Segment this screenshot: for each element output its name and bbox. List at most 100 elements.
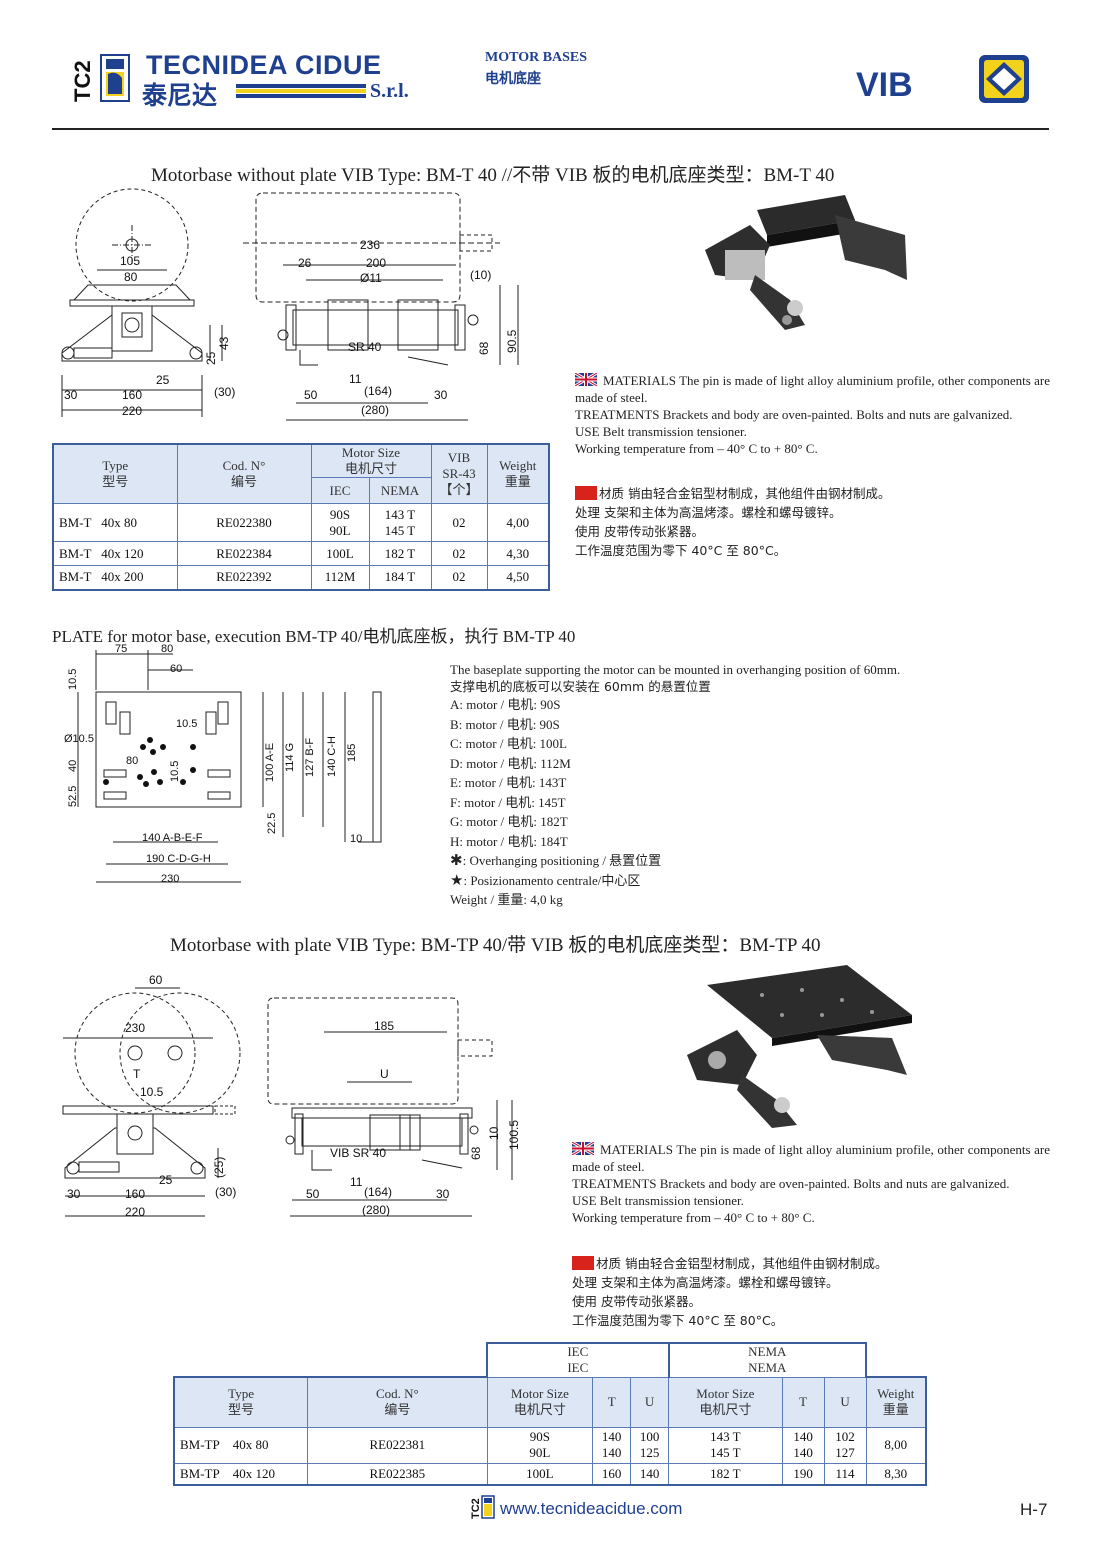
dim-164: (164) (364, 1185, 392, 1199)
star-icon: ★ (450, 870, 464, 889)
table-row: BM-T 40x 200 RE022392 112M 184 T 02 4,50 (52, 565, 550, 590)
dim-80-inner: 80 (126, 755, 138, 767)
col-nema-motor-size: Motor Size 电机尺寸 (668, 1376, 783, 1428)
dim-25-bracket: (25) (212, 1157, 226, 1178)
legend-overhang: : Overhanging positioning / 悬置位置 (462, 853, 662, 868)
cell-type: BM-T (59, 514, 92, 530)
cell-cod: RE022385 (307, 1462, 488, 1486)
col-type: Type 型号 (173, 1376, 309, 1428)
footer-url[interactable]: www.tecnideacidue.com (500, 1499, 683, 1518)
cell-weight: 8,30 (865, 1462, 927, 1486)
col-iec: IEC (310, 477, 370, 504)
dim-105: 105 (120, 254, 140, 268)
dim-160: 160 (125, 1187, 145, 1201)
label-vib-sr40: VIB SR 40 (330, 1146, 386, 1160)
label-t: T (133, 1067, 141, 1081)
dim-60: 60 (170, 663, 182, 675)
dim-30: 30 (64, 388, 78, 402)
cell-size: 40x 120 (101, 545, 144, 561)
dim-22-5: 22.5 (266, 813, 278, 834)
dim-185: 185 (346, 744, 358, 762)
dim-dia-10-5: Ø10.5 (64, 733, 94, 745)
dim-10: 10 (350, 833, 362, 845)
china-flag-icon (572, 1256, 594, 1270)
dim-40: 40 (67, 760, 79, 772)
cell-iec: 90S 90L (310, 503, 370, 542)
section3-heading: Motorbase with plate VIB Type: BM-TP 40/… (170, 935, 821, 956)
cell-nema-t: 190 (781, 1462, 825, 1486)
cell-iec-t: 160 (592, 1462, 632, 1486)
use-cn: 使用 皮带传动张紧器。 (575, 524, 704, 539)
col-cod: Cod. N° 编号 (176, 443, 312, 504)
cell-iec-u: 140 (630, 1462, 670, 1486)
dim-140-c-h: 140 C-H (326, 736, 338, 777)
col-iec-u: U (630, 1376, 670, 1428)
page-number: H-7 (1020, 1500, 1048, 1519)
bmtp-front-view-drawing: 60 230 T 10.5 25 (25) 30 160 (30) 220 (62, 973, 241, 1219)
dim-30-bracket: (30) (215, 1185, 236, 1199)
cell-vib: 02 (430, 541, 488, 566)
vib-logo-icon (979, 55, 1029, 103)
table-row: BM-TP 40x 120 RE022385 100L 160 140 182 … (173, 1462, 927, 1486)
col-cod: Cod. N° 编号 (307, 1376, 488, 1428)
temp-cn: 工作温度范围为零下 40°C 至 80°C。 (572, 1313, 784, 1328)
treatments-en: TREATMENTS Brackets and body are oven-pa… (575, 407, 1013, 422)
dim-185: 185 (374, 1019, 394, 1033)
plate-line-7: F: motor / 电机: 145T (450, 794, 566, 810)
dim-30-bracket: (30) (214, 385, 235, 399)
plate-line-8: G: motor / 电机: 182T (450, 814, 568, 829)
dim-52-5: 52.5 (67, 786, 79, 807)
dim-80: 80 (161, 643, 173, 655)
cell-nema-size: 143 T 145 T (668, 1426, 783, 1464)
treatments-en: TREATMENTS Brackets and body are oven-pa… (572, 1176, 1010, 1191)
cell-size: 40x 120 (232, 1465, 275, 1481)
materials-text: MATERIALS The pin is made of light alloy… (575, 372, 1050, 406)
bmt-product-photo (705, 195, 907, 330)
section-title-chinese: 电机底座 (485, 71, 541, 87)
dim-220: 220 (122, 404, 142, 418)
dim-10-5-inner: 10.5 (176, 718, 197, 730)
cell-cod: RE022392 (176, 565, 312, 590)
bmtp-side-view-drawing: 185 U VIB SR 40 10 100.5 68 11 50 (164) … (267, 997, 521, 1217)
dim-236: 236 (360, 238, 380, 252)
col-nema-u: U (823, 1376, 867, 1428)
dim-25: 25 (159, 1173, 173, 1187)
col-type: Type 型号 (52, 443, 178, 504)
svg-text:TC2: TC2 (70, 60, 95, 102)
product-code: VIB (856, 66, 913, 104)
cell-nema: 184 T (368, 565, 432, 590)
plate-line-5: D: motor / 电机: 112M (450, 755, 571, 771)
tc2-logo: TC2 (70, 60, 95, 102)
materials-en: MATERIALS The pin is made of light alloy… (575, 373, 1050, 405)
bmt-spec-table: Type 型号 Cod. N° 编号 Motor Size 电机尺寸 VIB S… (52, 443, 550, 591)
dim-11: 11 (349, 372, 362, 386)
dim-dia-11: Ø11 (360, 271, 382, 285)
section1-text-cn: 材质 销由轻合金铝型材制成，其他组件由钢材制成。 处理 支架和主体为高温烤漆。螺… (575, 484, 1050, 560)
uk-flag-icon (575, 373, 597, 386)
cell-type: BM-T (59, 545, 92, 561)
dim-68: 68 (469, 1146, 483, 1160)
section1-heading: Motorbase without plate VIB Type: BM-T 4… (151, 165, 835, 186)
dim-75: 75 (115, 643, 127, 655)
table-row: BM-TP 40x 80 RE022381 90S 90L 140 140 10… (173, 1426, 927, 1464)
cell-type: BM-T (59, 569, 92, 585)
treatments-cn: 处理 支架和主体为高温烤漆。螺栓和螺母镀锌。 (575, 505, 842, 520)
cell-nema: 143 T 145 T (368, 503, 432, 542)
brand-srl: S.r.l. (370, 80, 409, 102)
section1-text-en: MATERIALS The pin is made of light alloy… (575, 372, 1050, 457)
cell-nema-t: 140 140 (781, 1426, 825, 1464)
cell-iec-size: 90S 90L (486, 1426, 594, 1464)
cell-type: BM-TP (180, 1437, 220, 1452)
use-cn: 使用 皮带传动张紧器。 (572, 1294, 701, 1309)
cell-weight: 4,50 (486, 565, 550, 590)
dim-220: 220 (125, 1205, 145, 1219)
dim-10-5-top: 10.5 (67, 669, 79, 690)
section3-text-en: MATERIALS The pin is made of light alloy… (572, 1141, 1050, 1226)
cell-iec: 100L (310, 541, 370, 566)
asterisk-icon: ✱ (450, 851, 463, 869)
table-row: BM-T 40x 80 RE022380 90S 90L 143 T 145 T… (52, 503, 550, 542)
materials-cn: 材质 销由轻合金铝型材制成，其他组件由钢材制成。 (599, 486, 891, 501)
dim-230: 230 (125, 1021, 145, 1035)
cell-weight: 4,00 (486, 503, 550, 542)
dim-30: 30 (434, 388, 448, 402)
